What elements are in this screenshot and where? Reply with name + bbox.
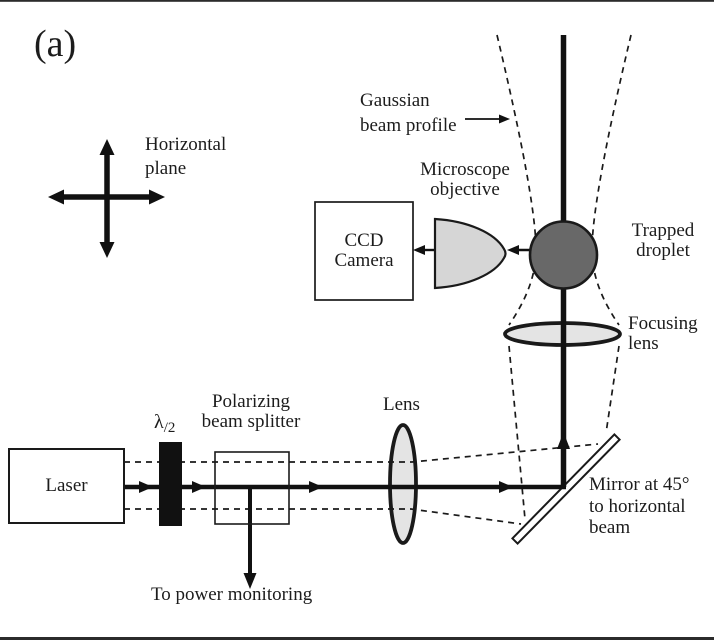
half-wave-plate [159, 442, 182, 526]
profile-right-upper-curve [591, 34, 632, 326]
to-power-monitoring-label: To power monitoring [151, 584, 313, 605]
profile-right-lower-line [605, 345, 620, 434]
arrow-left-to-ccd [413, 245, 425, 255]
bottom-edge-rule [0, 637, 714, 640]
horizontal-plane-label: Horizontal plane [145, 134, 227, 179]
laser-label: Laser [45, 475, 88, 496]
laser-box [8, 448, 125, 524]
panel-label: (a) [34, 23, 77, 65]
profile-left-lower-line [508, 345, 526, 520]
polarizing-beam-splitter-box [214, 451, 290, 525]
horizontal-beam-dashed [124, 443, 599, 525]
top-edge-rule [0, 0, 714, 2]
beam-arrowheads [139, 114, 570, 589]
ccd-camera-box [314, 201, 414, 301]
cross-arrow-down [99, 242, 115, 258]
cross-arrow-left [48, 189, 64, 205]
microscope-objective-shape [433, 217, 507, 290]
arrow-right-after-waveplate [192, 481, 206, 493]
arrow-down-power [243, 573, 257, 589]
trapped-droplet-circle [528, 220, 599, 290]
arrow-gaussian-pointer [499, 114, 510, 124]
trapped-droplet-label: Trapped droplet [631, 220, 695, 261]
arrow-right-after-lens [499, 481, 513, 493]
cross-arrowheads [48, 139, 165, 258]
cross-arrow-up [99, 139, 115, 155]
ccd-camera-label: CCD Camera [334, 230, 394, 271]
focusing-lens-label: Focusing lens [628, 313, 698, 354]
arrow-right-after-pbs [309, 481, 323, 493]
dashed-upper [124, 443, 599, 463]
mirror-label: Mirror at 45° to horizontal beam [589, 474, 690, 538]
profile-left-upper-curve [496, 34, 537, 326]
half-wave-subscript: /2 [163, 420, 176, 436]
arrow-up-vertical-beam [557, 432, 570, 449]
lens-ellipse [388, 423, 418, 545]
gaussian-profile-dashed [496, 34, 632, 520]
arrow-left-to-objective [507, 245, 519, 255]
half-wave-plate-label: λ/2 [154, 391, 176, 437]
dashed-lower [124, 508, 522, 525]
cross-arrow-right [149, 189, 165, 205]
polarizing-beam-splitter-label: Polarizing beam splitter [201, 391, 301, 432]
microscope-objective-label: Microscope objective [420, 159, 510, 200]
lambda-symbol: λ [154, 411, 164, 433]
arrow-right-after-laser [139, 481, 153, 493]
lens-label: Lens [383, 394, 420, 415]
gaussian-beam-profile-label: Gaussian beam profile [360, 90, 457, 136]
horizontal-plane-cross [48, 139, 165, 258]
